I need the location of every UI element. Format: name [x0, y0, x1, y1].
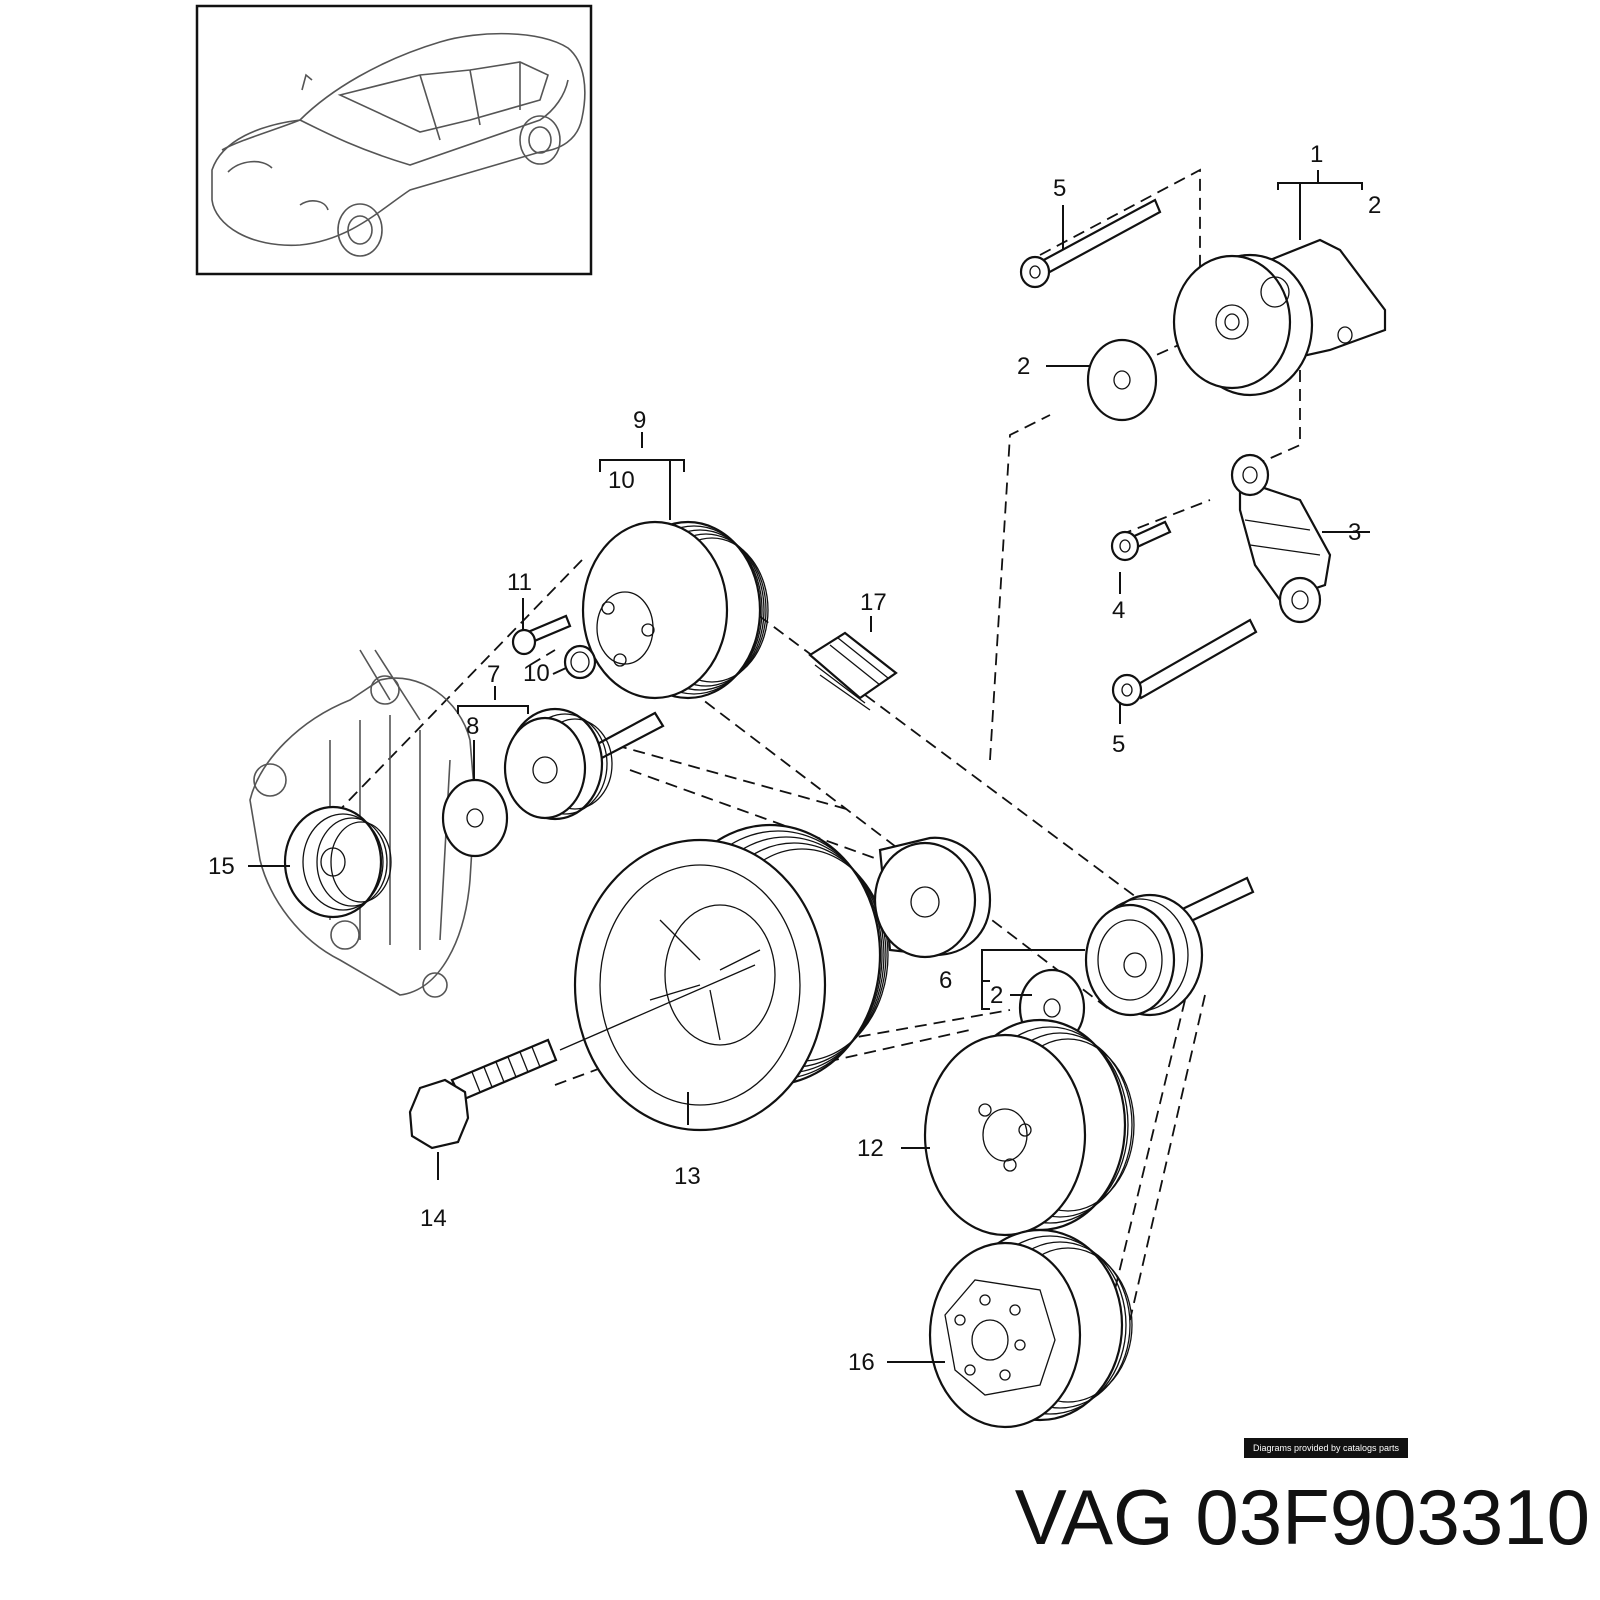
diagram-credit-badge: Diagrams provided by catalogs parts — [1244, 1438, 1408, 1458]
callout-6: 6 — [939, 967, 952, 994]
pulley-12 — [923, 1018, 1135, 1237]
plate-8 — [441, 778, 509, 858]
callout-16: 16 — [848, 1349, 875, 1376]
callout-2-plate: 2 — [1017, 353, 1030, 380]
part-title: VAG 03F903310 — [940, 1462, 1590, 1572]
callout-5-top: 5 — [1053, 175, 1066, 202]
callout-15: 15 — [208, 853, 235, 880]
vehicle-thumbnail — [195, 4, 593, 276]
callout-2-top: 2 — [1368, 192, 1381, 219]
bolt-4 — [1110, 520, 1172, 562]
callout-2-lower: 2 — [990, 982, 1003, 1009]
callout-3: 3 — [1348, 519, 1361, 546]
part-number: 03F903310 — [1195, 1473, 1590, 1561]
tensioner-assembly-1 — [1172, 238, 1387, 397]
callout-10-cap: 10 — [523, 660, 550, 687]
bolt-11 — [511, 614, 572, 656]
alternator — [249, 649, 476, 998]
idler-pulley-6 — [1084, 876, 1255, 1017]
bolt-5-bottom — [1111, 618, 1258, 707]
callout-5-bottom: 5 — [1112, 731, 1125, 758]
idler-pulley-7 — [503, 707, 665, 821]
crankshaft-pulley-13 — [559, 823, 889, 1132]
callout-8: 8 — [466, 713, 479, 740]
callout-9: 9 — [633, 407, 646, 434]
cap-10 — [563, 644, 597, 680]
brand-name: VAG — [1014, 1473, 1174, 1561]
damper-3 — [1230, 453, 1332, 624]
tensioner-roller — [873, 836, 992, 959]
callout-14: 14 — [420, 1205, 447, 1232]
crank-bolt-14 — [408, 1038, 558, 1150]
plate-2 — [1086, 338, 1158, 422]
callout-4: 4 — [1112, 597, 1125, 624]
bolt-5-top — [1019, 198, 1162, 289]
ribbed-belt-17 — [808, 631, 898, 711]
pulley-16 — [928, 1228, 1133, 1429]
pulley-upper — [581, 520, 769, 700]
callout-17: 17 — [860, 589, 887, 616]
callout-1: 1 — [1310, 141, 1323, 168]
callout-12: 12 — [857, 1135, 884, 1162]
callout-11: 11 — [507, 569, 532, 596]
callout-13: 13 — [674, 1163, 701, 1190]
belt-path — [329, 168, 1301, 1321]
callout-10-group: 10 — [608, 467, 635, 494]
callout-labels: 1 2 5 2 9 10 3 11 17 4 10 7 8 5 15 6 2 1… — [208, 141, 1381, 1376]
leader-lines — [248, 170, 1370, 1363]
callout-7: 7 — [487, 661, 500, 688]
